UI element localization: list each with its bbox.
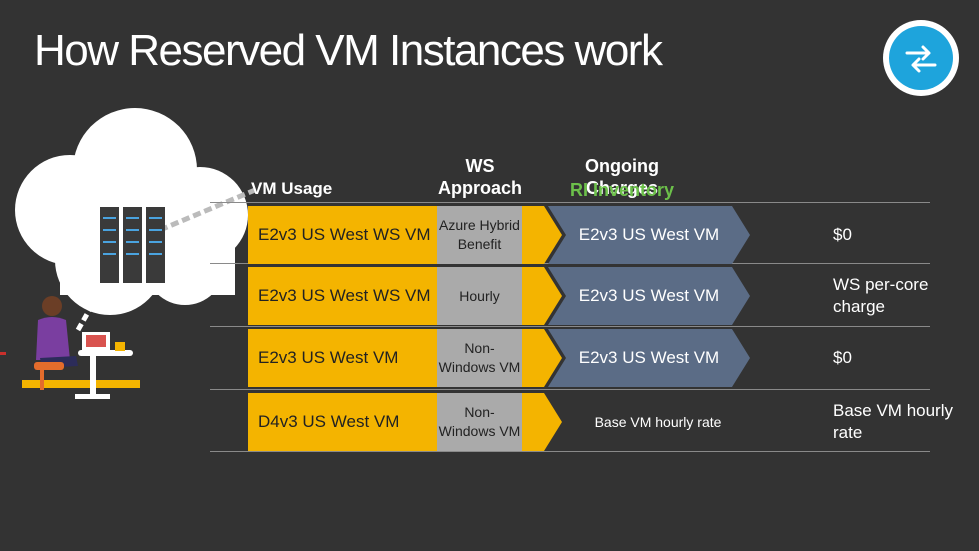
- header-ws-approach: WS Approach: [437, 156, 522, 198]
- chevron-right-icon: [522, 329, 562, 387]
- row-2-approach: Hourly: [437, 267, 522, 325]
- row-1-charge: $0: [833, 225, 852, 244]
- header-ri-inventory: RI Inventory: [569, 180, 675, 200]
- row-1-approach: Azure Hybrid Benefit: [437, 206, 522, 264]
- row-3-approach: Non-Windows VM: [437, 329, 522, 387]
- row-4-usage: D4v3 US West VM: [248, 393, 437, 451]
- swap-arrows-icon: [905, 45, 937, 73]
- row-4-inventory: Base VM hourly rate: [594, 414, 722, 430]
- chevron-right-icon: [522, 206, 562, 264]
- logo-badge: [883, 20, 959, 96]
- row-3-usage: E2v3 US West VM: [248, 329, 437, 387]
- page-title: How Reserved VM Instances work: [34, 26, 663, 75]
- row-1-inventory: E2v3 US West VM: [578, 225, 720, 244]
- row-2-usage: E2v3 US West WS VM: [248, 267, 437, 325]
- divider: [210, 326, 930, 327]
- header-ongoing-charges: Ongoing Charges: [585, 156, 659, 198]
- row-2-inventory: E2v3 US West VM: [578, 286, 720, 305]
- person-at-desk-icon: [0, 296, 140, 399]
- chevron-right-icon: [522, 393, 562, 451]
- divider: [210, 202, 930, 203]
- row-3-inventory: E2v3 US West VM: [578, 348, 720, 367]
- row-2-charge: WS per-core charge: [833, 275, 929, 316]
- divider: [210, 451, 930, 452]
- chevron-right-icon: [522, 267, 562, 325]
- row-3-charge: $0: [833, 348, 852, 367]
- inventory-chevron-shape: [548, 206, 750, 264]
- inventory-chevron-shape: [548, 267, 750, 325]
- server-rack-icon: [100, 207, 165, 283]
- row-1-usage: E2v3 US West WS VM: [248, 206, 437, 264]
- row-4-approach: Non-Windows VM: [437, 393, 522, 451]
- divider: [210, 389, 930, 390]
- inventory-chevron-shape: [548, 329, 750, 387]
- header-vm-usage: VM Usage: [251, 179, 333, 198]
- row-4-charge: Base VM hourly rate: [833, 401, 953, 442]
